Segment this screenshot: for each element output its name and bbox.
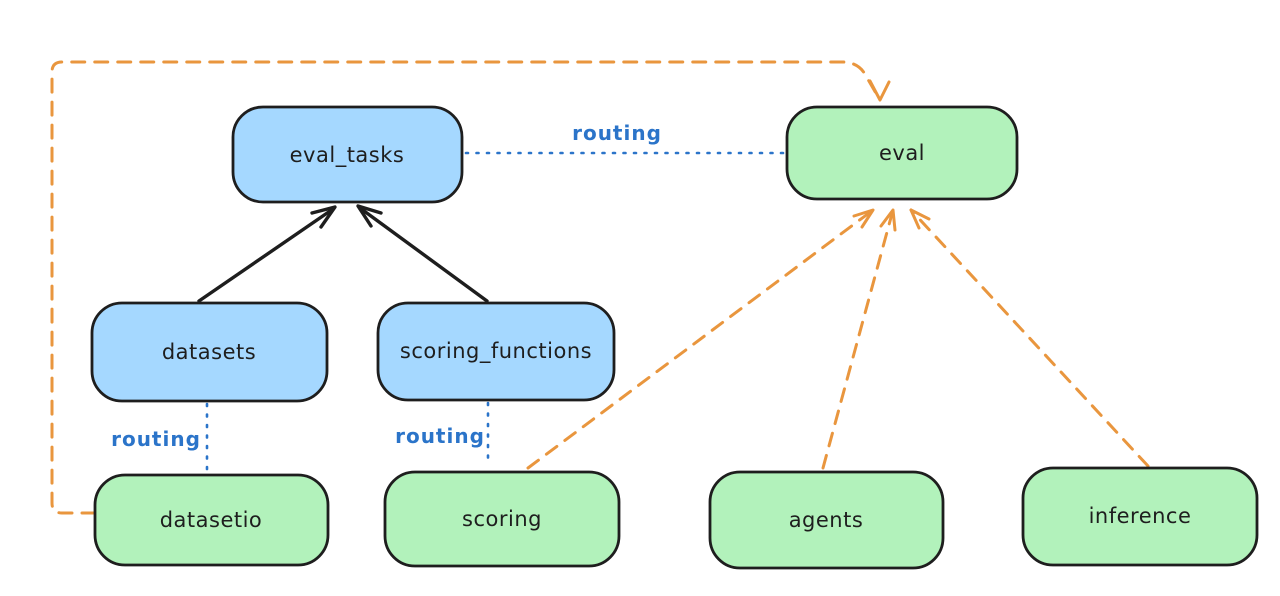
edge-datasets-to-eval-tasks xyxy=(197,205,337,303)
edge-datasetio-to-eval-path xyxy=(50,60,879,515)
arrowhead-eval-bottom-middle xyxy=(879,208,897,232)
node-scoring-functions: scoring_functions xyxy=(376,301,616,402)
edge-datasets-to-eval-tasks-line xyxy=(197,207,335,303)
node-agents-label: agents xyxy=(789,508,864,532)
edge-datasets-to-datasetio-routing: routing xyxy=(111,402,209,473)
node-scoring-functions-box xyxy=(376,301,616,402)
node-eval-tasks-box xyxy=(231,105,464,204)
arrowhead-eval-bottom-right xyxy=(909,208,931,230)
edge-scoring-functions-to-eval-tasks-line xyxy=(358,206,489,303)
arrowhead-eval-top xyxy=(868,79,891,102)
edge-agents-to-eval xyxy=(821,208,897,470)
routing-label-datasetio: routing xyxy=(111,427,201,451)
node-agents-box xyxy=(708,470,945,570)
edge-inference-to-eval xyxy=(909,208,1150,468)
node-eval-tasks: eval_tasks xyxy=(231,105,464,204)
edge-scoring-to-eval-line xyxy=(526,208,875,470)
arrowhead-eval-bottom-left xyxy=(852,208,875,229)
node-scoring: scoring xyxy=(383,470,621,568)
node-scoring-functions-label: scoring_functions xyxy=(400,339,592,364)
node-inference-box xyxy=(1021,466,1259,567)
node-eval-label: eval xyxy=(879,141,925,165)
node-scoring-label: scoring xyxy=(462,507,542,531)
node-inference-label: inference xyxy=(1089,504,1192,528)
edge-scoring-functions-to-eval-tasks xyxy=(356,204,489,303)
node-datasets-box xyxy=(90,301,329,403)
edge-datasetio-to-eval xyxy=(50,60,891,515)
node-eval-tasks-label: eval_tasks xyxy=(290,143,405,168)
edge-inference-to-eval-line xyxy=(909,208,1150,468)
edge-scoring-functions-to-scoring-routing: routing xyxy=(395,401,490,468)
node-agents: agents xyxy=(708,470,945,570)
routing-label-scoring: routing xyxy=(395,424,485,448)
node-datasets: datasets xyxy=(90,301,329,403)
node-datasetio: datasetio xyxy=(93,473,330,567)
node-datasetio-box xyxy=(93,473,330,567)
edge-eval-tasks-to-eval-routing: routing xyxy=(464,121,789,155)
edge-agents-to-eval-line xyxy=(821,208,895,470)
node-datasetio-label: datasetio xyxy=(160,508,263,532)
node-eval-box xyxy=(785,105,1019,201)
routing-label-eval: routing xyxy=(572,121,662,145)
node-inference: inference xyxy=(1021,466,1259,567)
node-scoring-box xyxy=(383,470,621,568)
node-eval: eval xyxy=(785,105,1019,201)
arrowhead-eval-tasks-left xyxy=(310,205,337,229)
node-datasets-label: datasets xyxy=(162,340,256,364)
edge-scoring-to-eval xyxy=(526,208,875,470)
arrowhead-eval-tasks-right xyxy=(356,204,383,228)
